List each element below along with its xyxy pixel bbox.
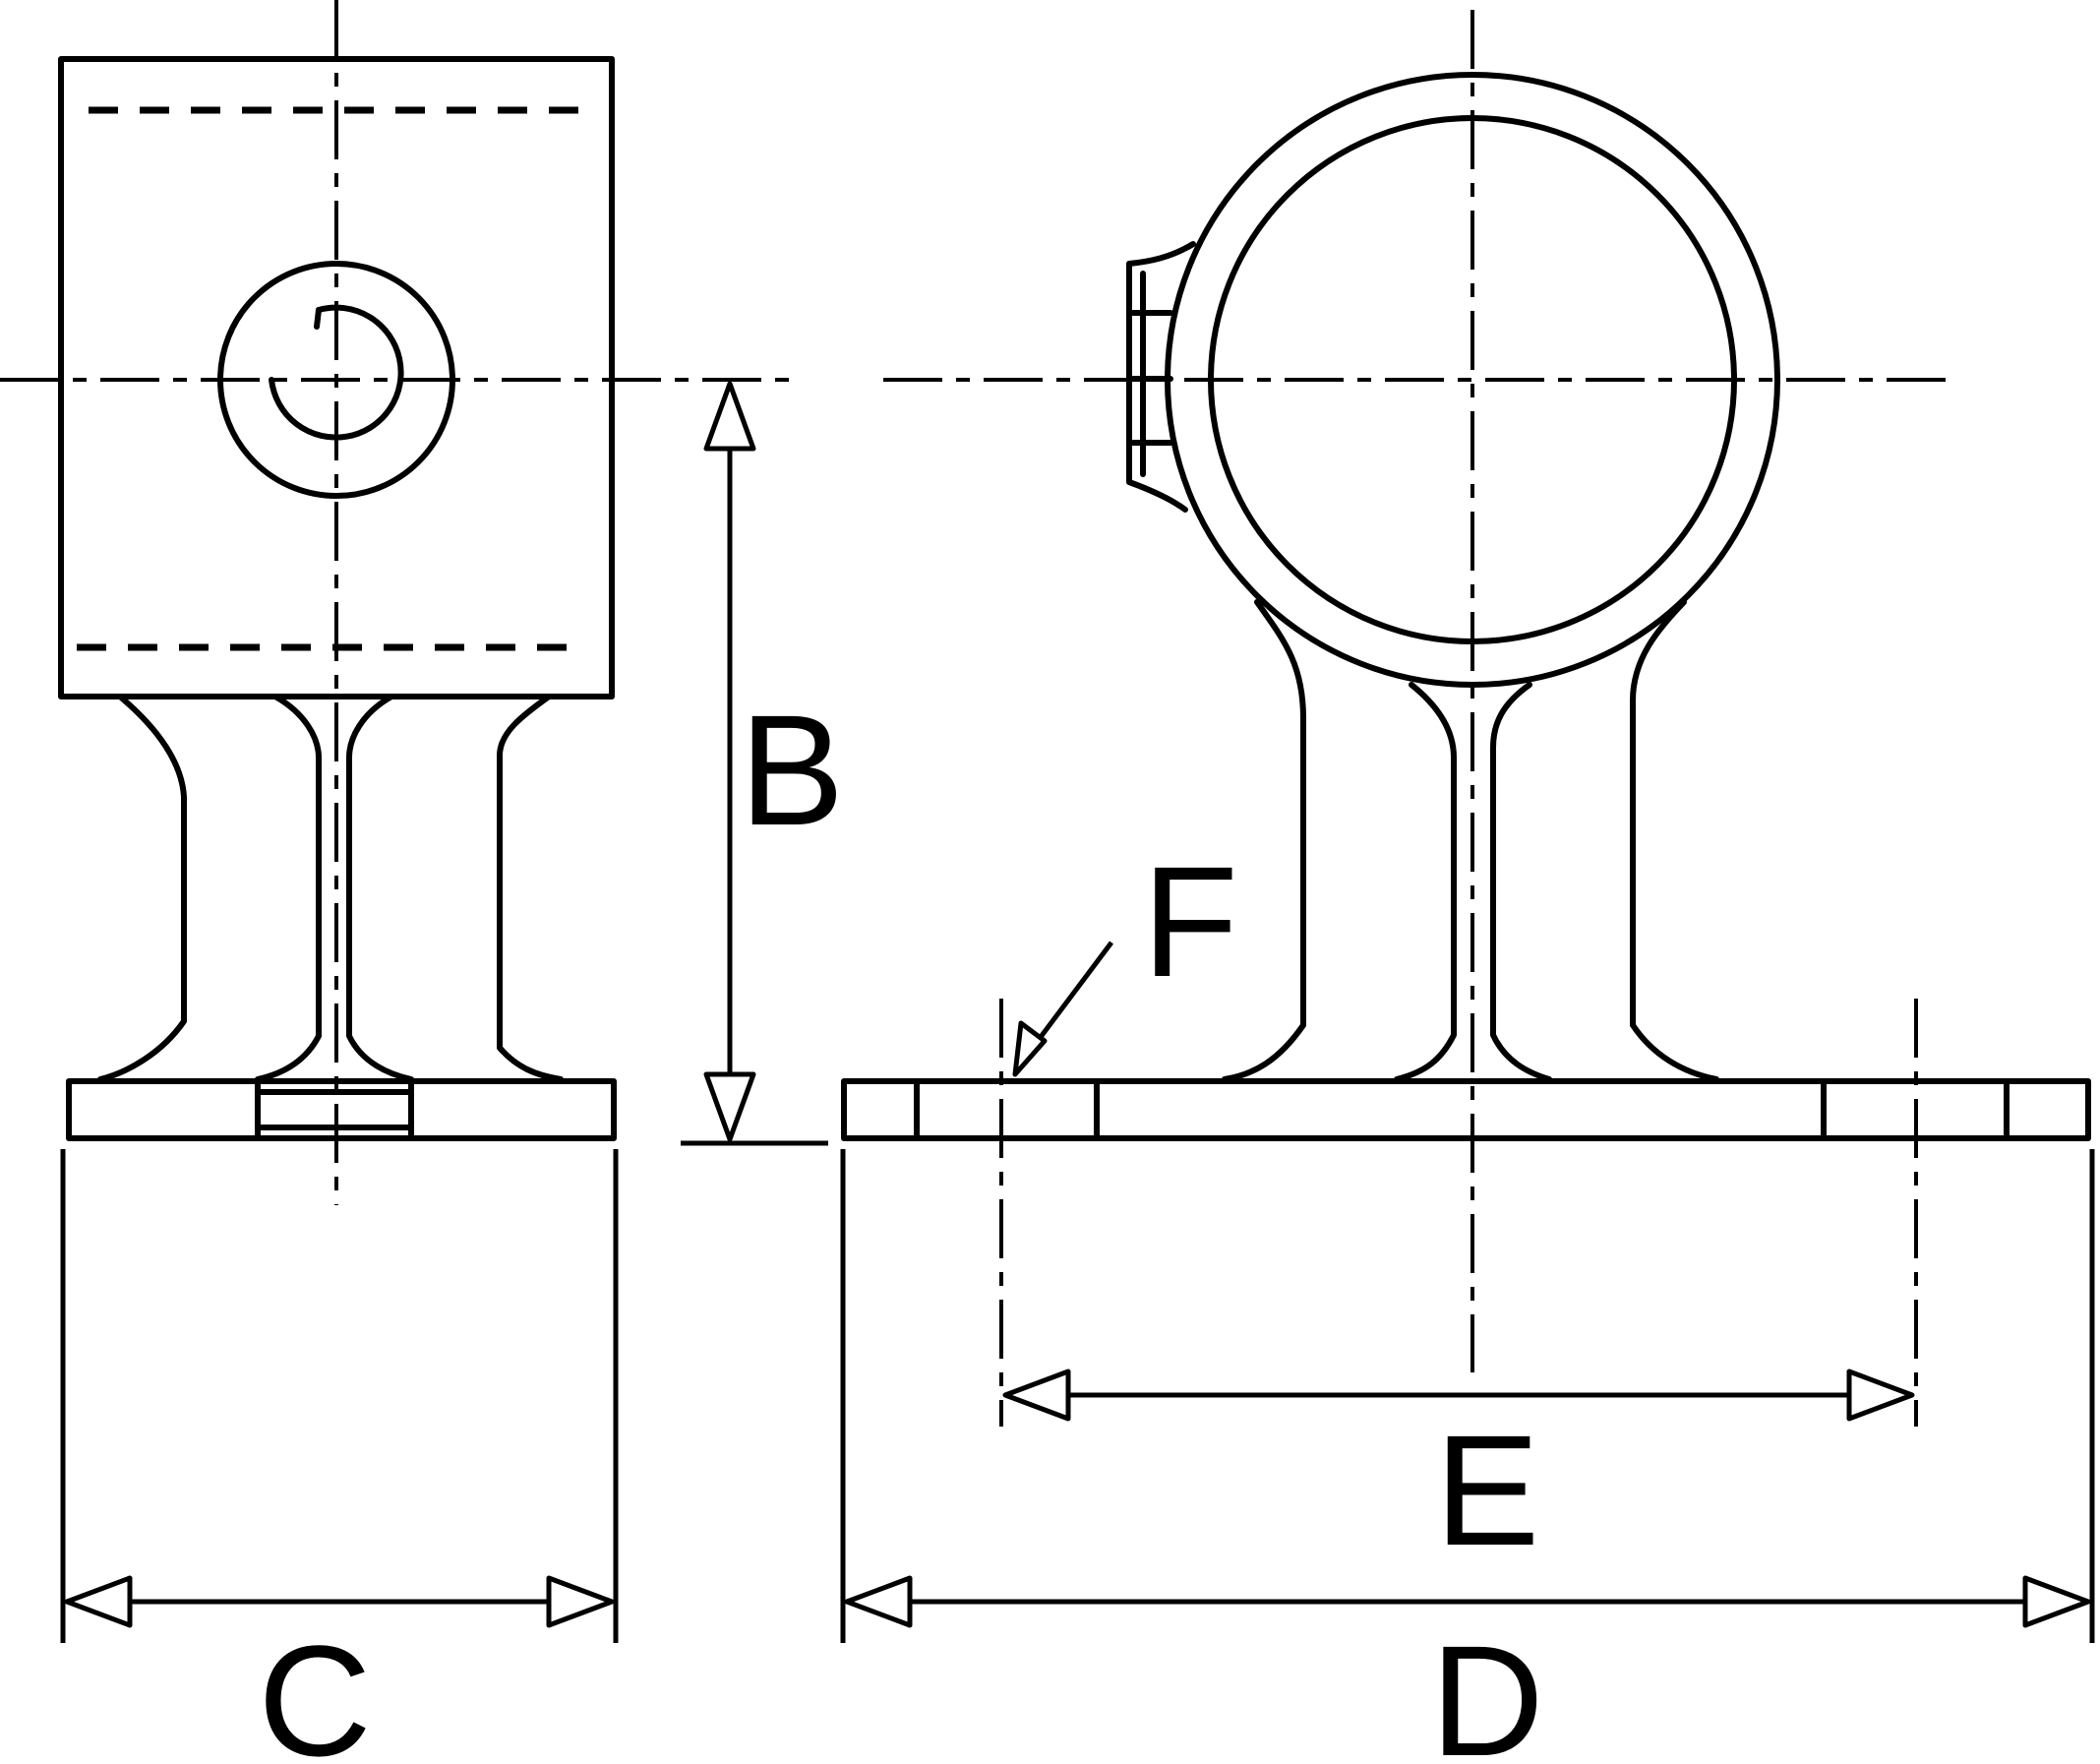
set-screw-tick xyxy=(314,307,322,330)
dim-d-arrow-left xyxy=(844,1575,913,1628)
side-leg-inner-right xyxy=(346,694,414,1082)
dim-label-c: C xyxy=(258,1612,372,1764)
side-view xyxy=(0,0,792,1205)
side-base xyxy=(66,1078,617,1141)
side-leg-inner-left xyxy=(255,694,322,1082)
front-leg-inner-left xyxy=(1394,682,1457,1082)
dim-b-arrow-bottom xyxy=(703,1071,756,1142)
side-leg-left xyxy=(97,694,187,1082)
dim-b-arrow-top xyxy=(703,381,756,452)
dim-label-b: B xyxy=(740,682,845,858)
screw-boss xyxy=(1126,241,1196,513)
dim-c-arrow-left xyxy=(64,1575,133,1628)
dim-label-f: F xyxy=(1142,833,1238,1009)
dimensions: B C D E F xyxy=(60,381,2095,1764)
dim-c-arrow-right xyxy=(546,1575,615,1628)
front-leg-left xyxy=(1222,599,1306,1082)
dim-label-e: E xyxy=(1435,1402,1540,1578)
dim-d-arrow-right xyxy=(2022,1575,2091,1628)
set-screw-inner xyxy=(269,304,404,441)
front-leg-right xyxy=(1630,599,1719,1082)
front-leg-inner-right xyxy=(1490,682,1552,1082)
dim-e-arrow-left xyxy=(1002,1369,1071,1422)
dim-f-arrow xyxy=(1012,1020,1048,1077)
front-view xyxy=(841,10,2091,1427)
side-leg-right xyxy=(497,694,564,1082)
dim-label-d: D xyxy=(1430,1612,1544,1764)
dim-e-arrow-right xyxy=(1846,1369,1915,1422)
front-base xyxy=(841,1078,2091,1141)
